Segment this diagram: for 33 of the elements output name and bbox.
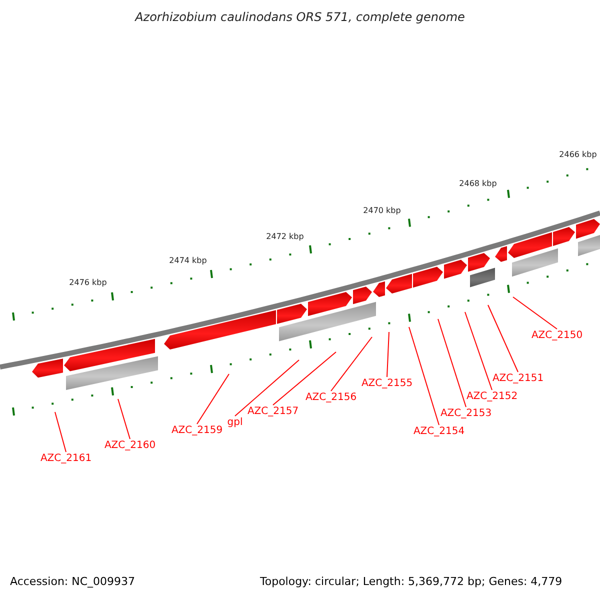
gene-label: AZC_2156 <box>305 393 357 403</box>
gene-label: AZC_2159 <box>171 426 223 436</box>
leader-line <box>330 336 372 392</box>
gene-label: gpl <box>227 418 243 428</box>
leader-line <box>54 412 66 452</box>
gene-label: AZC_2152 <box>466 392 518 402</box>
scale-label: 2468 kbp <box>459 180 497 188</box>
scale-label: 2476 kbp <box>69 279 107 287</box>
leader-line <box>512 296 558 330</box>
leader-line <box>386 332 390 378</box>
gene-label: AZC_2154 <box>413 427 465 437</box>
title: Azorhizobium caulinodans ORS 571, complete genome <box>134 11 466 23</box>
leader-line <box>234 360 300 416</box>
gene-label: AZC_2155 <box>361 379 413 389</box>
gene-label: AZC_2160 <box>104 441 156 451</box>
gene-label: AZC_2151 <box>492 374 544 384</box>
footer-text: Accession: NC_009937 <box>10 576 136 587</box>
gene-label: AZC_2153 <box>440 409 492 419</box>
leader-line <box>488 304 518 372</box>
leader-line <box>408 326 440 426</box>
gene-label: AZC_2150 <box>531 331 583 341</box>
footer-text: Topology: circular; Length: 5,369,772 bp; Genes: 4,779 <box>260 576 562 587</box>
leader-line <box>118 398 130 440</box>
scale-label: 2470 kbp <box>363 207 401 215</box>
leader-line <box>272 352 336 406</box>
scale-label: 2474 kbp <box>169 257 207 265</box>
gene-label: AZC_2161 <box>40 454 92 464</box>
scale-label: 2466 kbp <box>559 151 597 159</box>
leader-line <box>464 312 492 390</box>
leader-line <box>196 374 230 424</box>
scale-label: 2472 kbp <box>266 233 304 241</box>
gene-label: AZC_2157 <box>247 407 299 417</box>
leader-line <box>438 318 466 408</box>
